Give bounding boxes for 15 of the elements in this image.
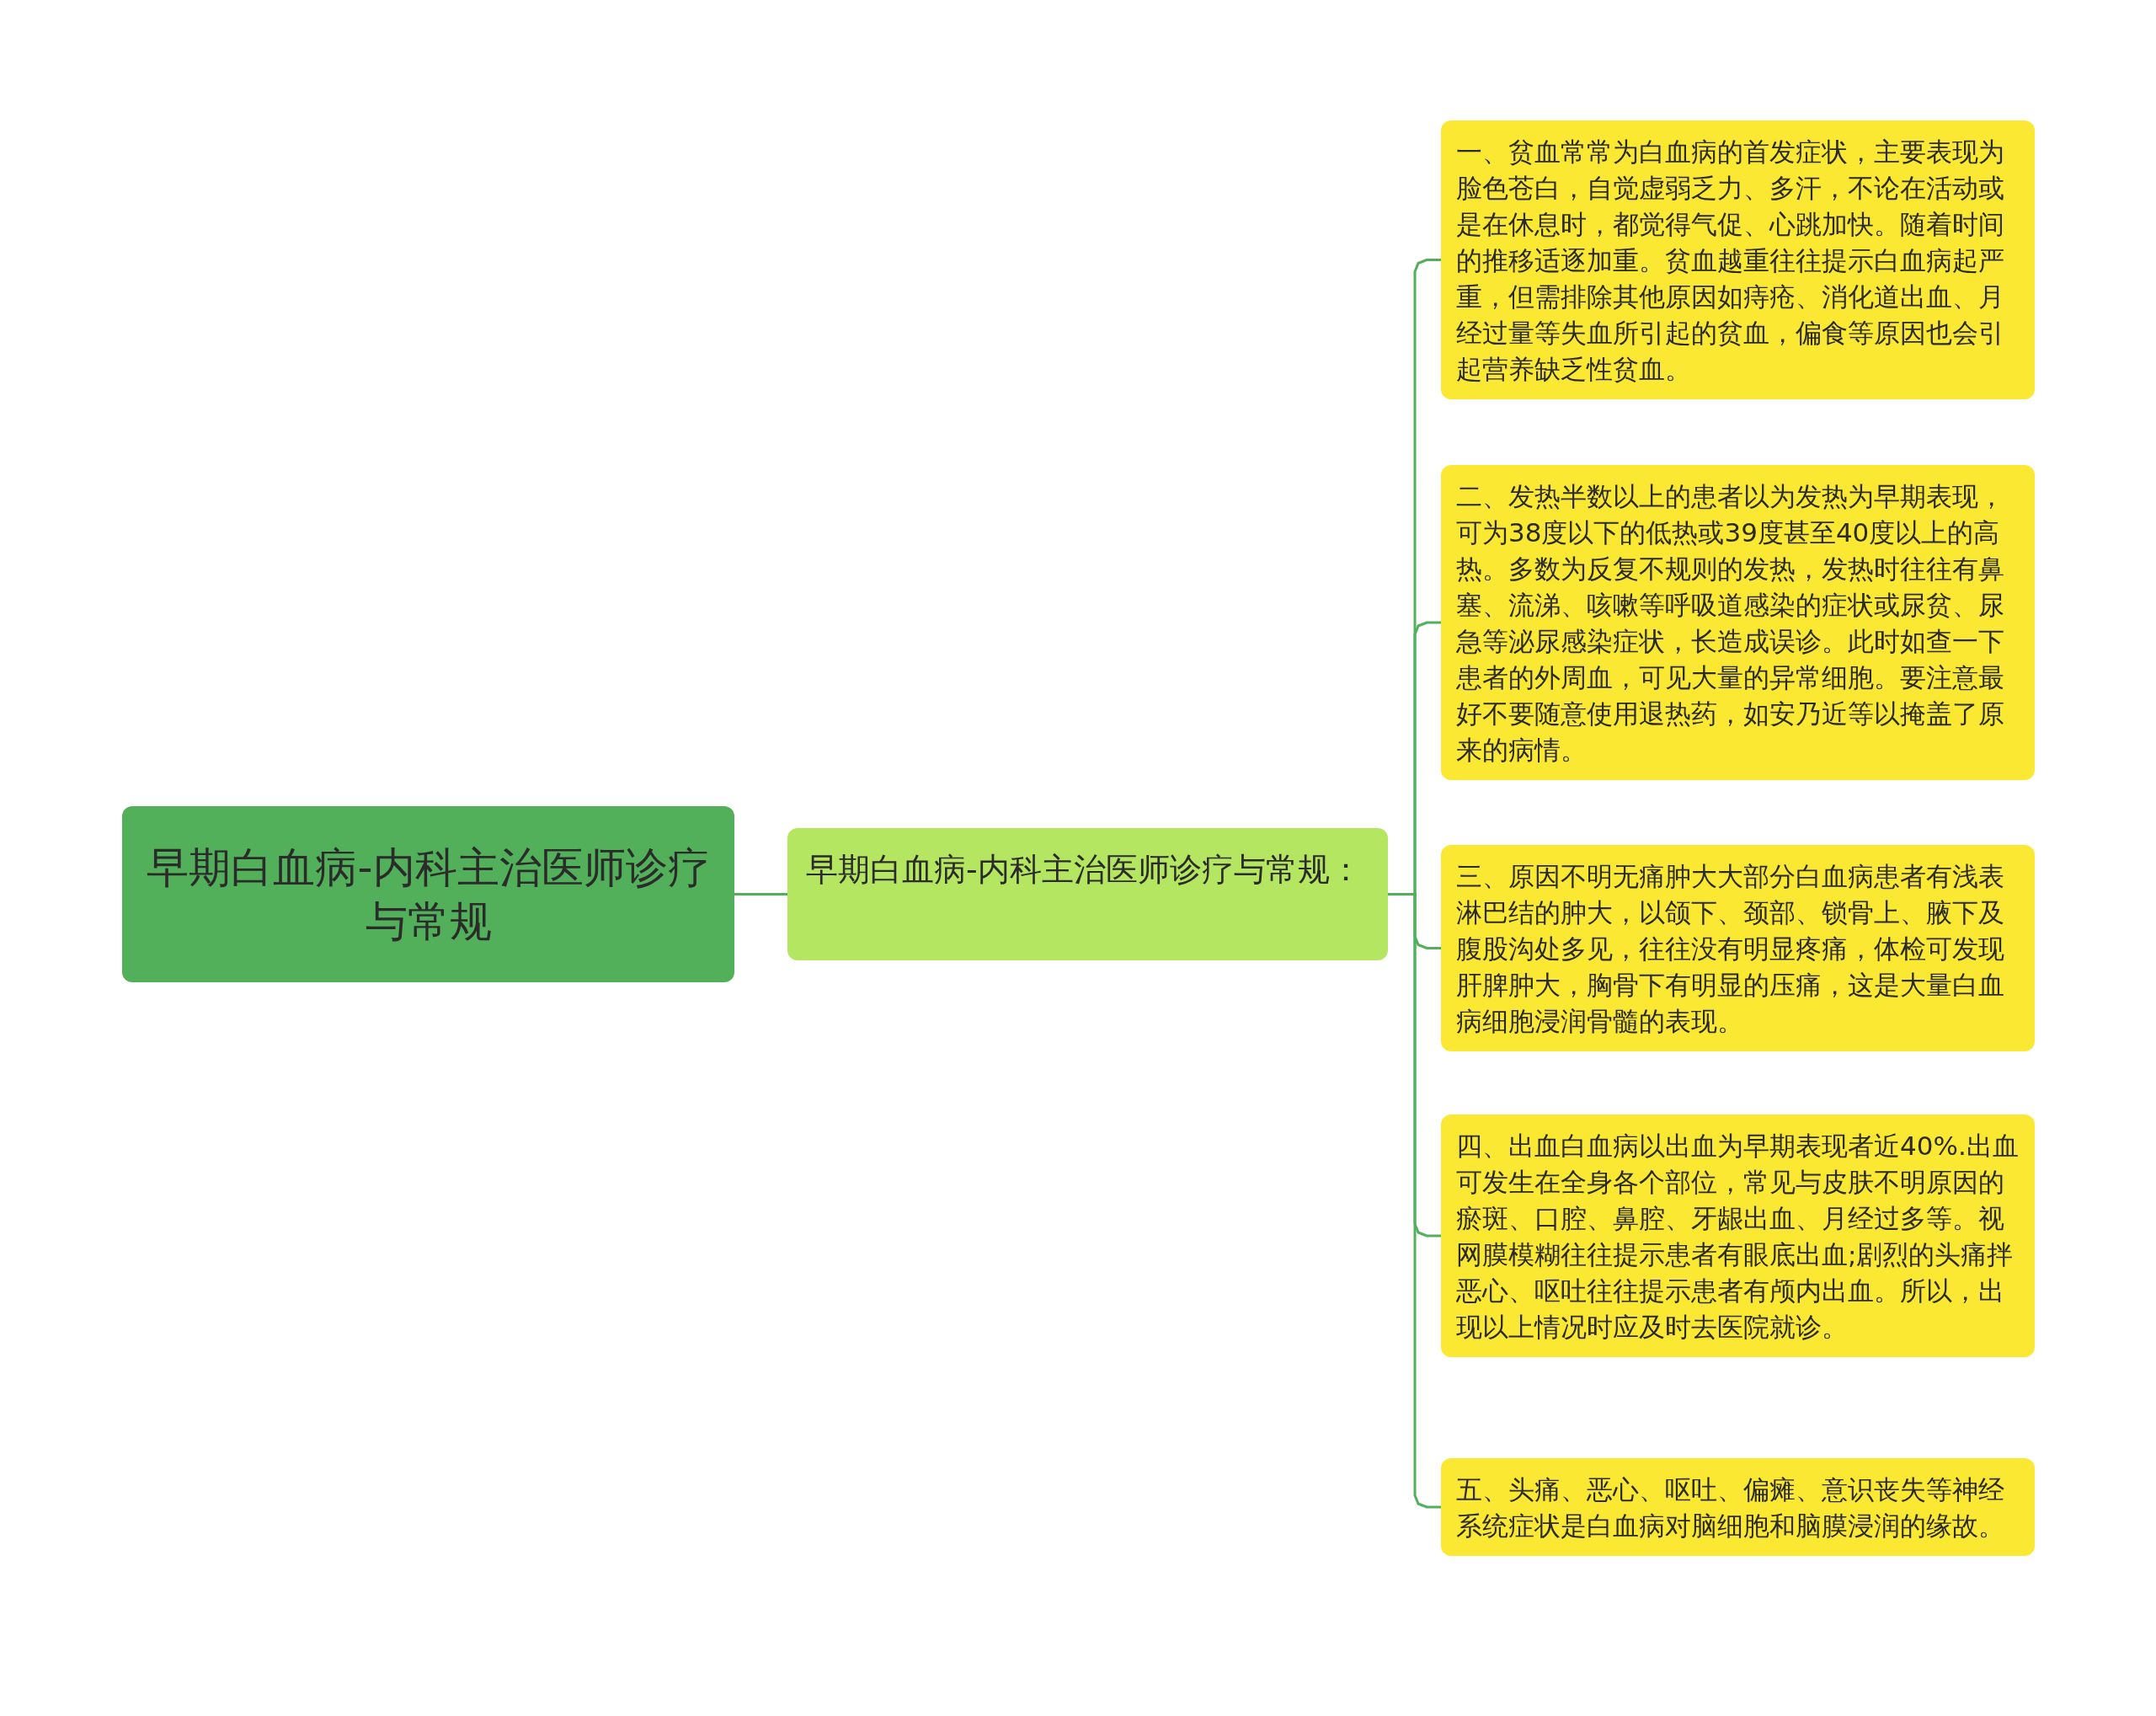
node-text: 早期白血病-内科主治医师诊疗与常规： (806, 850, 1363, 890)
root-topic-box (122, 806, 734, 982)
connector-line (734, 893, 787, 895)
detail-box (1441, 465, 2035, 780)
node-text: 三、原因不明无痛肿大大部分白血病患者有浅表淋巴结的肿大，以颌下、颈部、锁骨上、腋下及腹股沟处多见，往往没有明显疼痛，体检可发现肝脾肿大，胸骨下有明显的压痛，这是大量白血病细胞浸润骨髓的表现。 (1456, 860, 2005, 1038)
detail-box (1441, 1115, 2035, 1357)
detail-box (1441, 845, 2035, 1051)
node-text: 四、出血白血病以出血为早期表现者近40%.出血可发生在全身各个部位，常见与皮肤不明原因的瘀斑、口腔、鼻腔、牙龈出血、月经过多等。视网膜模糊往往提示患者有眼底出血;剧烈的头痛拌恶心、呕吐往往提示患者有颅内出血。所以，出现以上情况时应及时去医院就诊。 (1456, 1130, 2020, 1344)
node-text: 早期白血病-内科主治医师诊疗与常规 (146, 842, 711, 948)
node-text: 一、贫血常常为白血病的首发症状，主要表现为脸色苍白，自觉虚弱乏力、多汗，不论在活动或是在休息时，都觉得气促、心跳加快。随着时间的推移适逐加重。贫血越重往往提示白血病起严重，但需排除其他原因如痔疮、消化道出血、月经过量等失血所引起的贫血，偏食等原因也会引起营养缺乏性贫血。 (1456, 136, 2005, 386)
node-text: 二、发热半数以上的患者以为发热为早期表现，可为38度以下的低热或39度甚至40度以上的高热。多数为反复不规则的发热，发热时往往有鼻塞、流涕、咳嗽等呼吸道感染的症状或尿贫、尿急等泌尿感染症状，长造成误诊。此时如查一下患者的外周血，可见大量的异常细胞。要注意最好不要随意使用退热药，如安乃近等以掩盖了原来的病情。 (1456, 480, 2005, 767)
detail-box (1441, 120, 2035, 399)
subtopic-box (787, 828, 1388, 960)
detail-box (1441, 1458, 2035, 1556)
node-text: 五、头痛、恶心、呕吐、偏瘫、意识丧失等神经系统症状是白血病对脑细胞和脑膜浸润的缘故。 (1456, 1473, 2005, 1542)
